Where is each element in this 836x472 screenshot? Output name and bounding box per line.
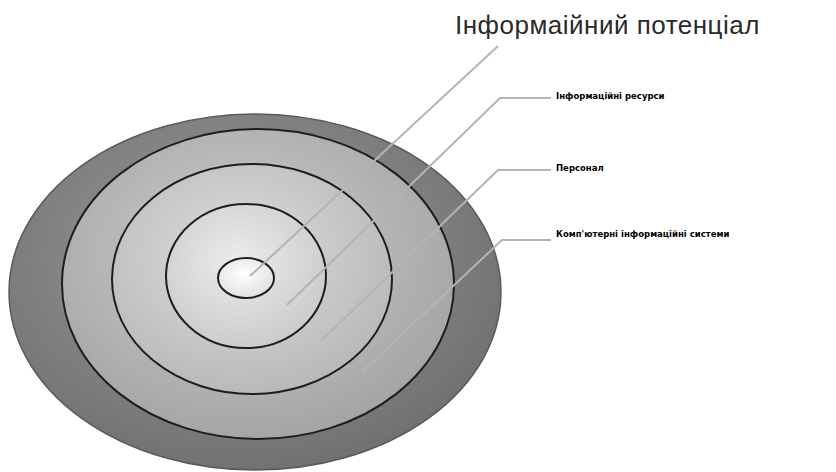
diagram-title: Інформаійний потенціал (455, 10, 760, 41)
ring (166, 204, 326, 348)
ring-label: Комп'ютерні інформаційні системи (556, 230, 746, 240)
ring-label: Персонал (556, 164, 796, 174)
ring (112, 164, 392, 394)
leader-line (362, 240, 551, 372)
leader-line (287, 98, 551, 305)
ring (62, 129, 454, 439)
core-circle (218, 258, 274, 298)
leader-line (250, 46, 498, 276)
leader-line (322, 170, 551, 340)
ring-label: Інформаційні ресурси (556, 92, 796, 102)
